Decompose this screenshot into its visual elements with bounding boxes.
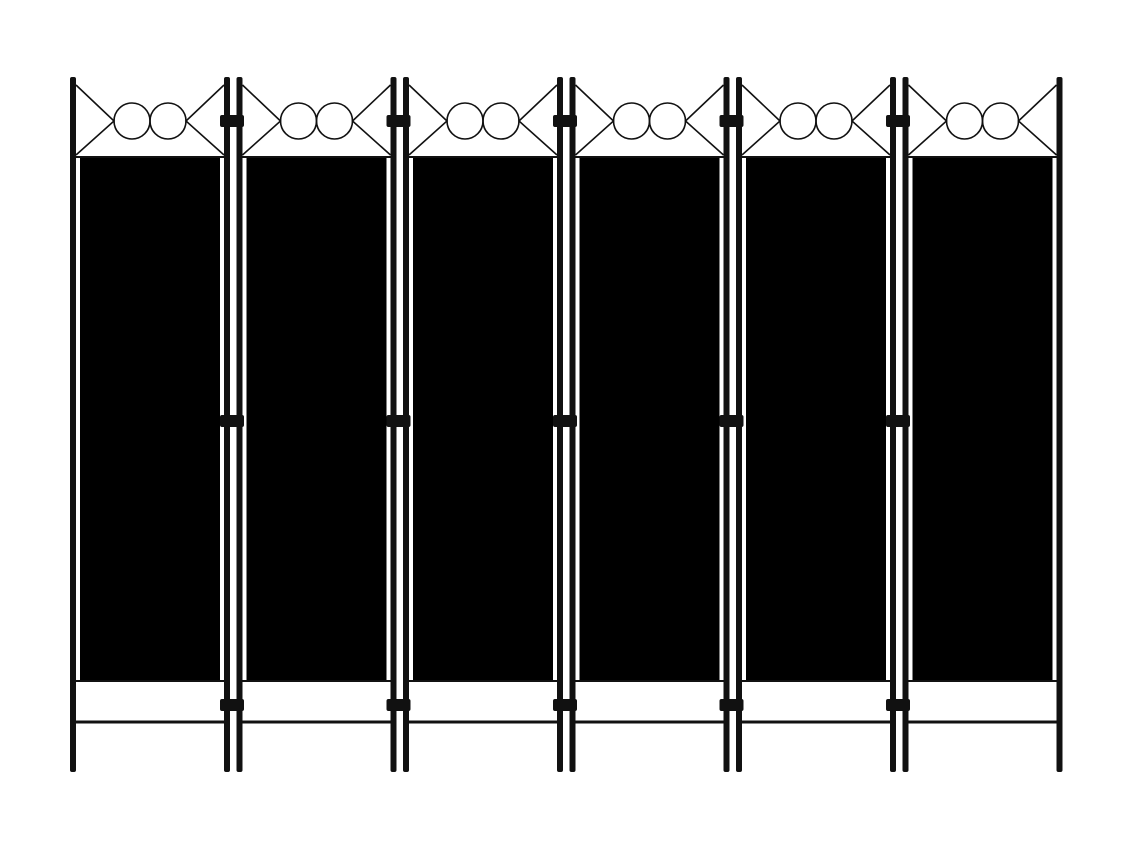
panel (902, 77, 1063, 772)
ornament-ring-right (482, 102, 520, 140)
fabric-panel (579, 157, 720, 681)
panel (736, 77, 910, 772)
ornament-ring-right (315, 102, 354, 140)
ornament-ring-right (981, 102, 1020, 140)
panel (70, 77, 244, 772)
ornament (75, 84, 225, 156)
left-post (736, 77, 742, 772)
panel (569, 77, 744, 772)
right-post (1056, 77, 1063, 772)
fabric-panel (246, 157, 387, 681)
ornament (408, 84, 558, 156)
panel (403, 77, 577, 772)
ornament (241, 84, 392, 156)
left-post (236, 77, 243, 772)
fabric-panel (80, 157, 220, 681)
ornament-ring-right (149, 102, 187, 140)
left-post (902, 77, 909, 772)
ornament (574, 84, 725, 156)
left-post (569, 77, 576, 772)
fabric-panel (413, 157, 553, 681)
ornament-ring-right (648, 102, 687, 140)
left-post (403, 77, 409, 772)
ornament-ring-right (815, 102, 853, 140)
ornament (741, 84, 891, 156)
room-divider (70, 77, 1063, 772)
fabric-panel (746, 157, 886, 681)
panel (236, 77, 411, 772)
fabric-panel (912, 157, 1053, 681)
ornament (907, 84, 1058, 156)
left-post (70, 77, 76, 772)
